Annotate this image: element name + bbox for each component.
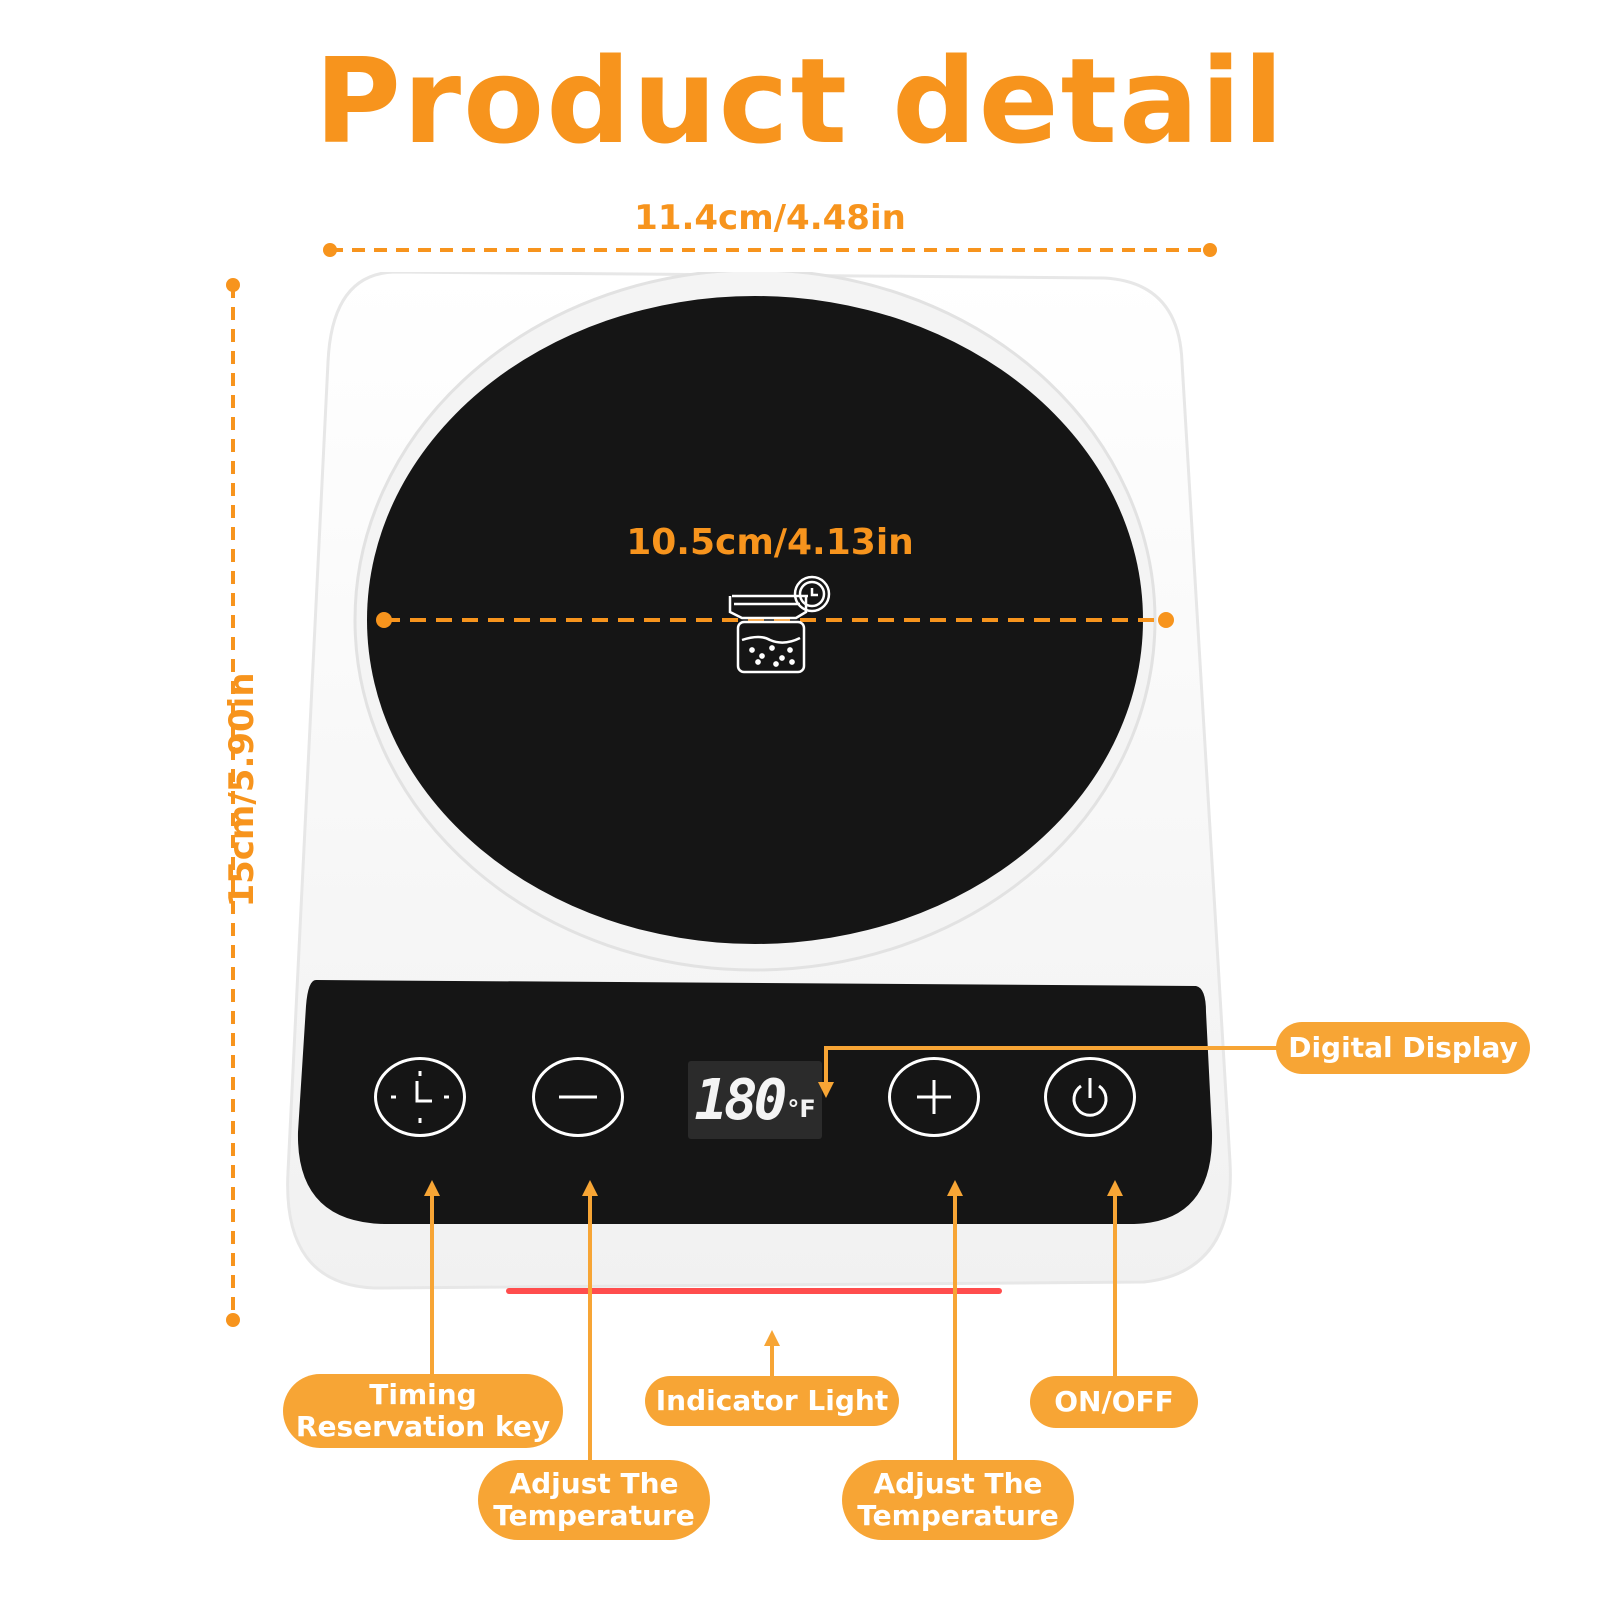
power-button[interactable] [1044,1057,1136,1137]
cup-warmer-device: 180 °F [284,272,1234,1300]
on-off-label-text: ON/OFF [1054,1385,1174,1418]
power-icon [1072,1078,1108,1117]
width-dimension-dot-left [323,243,337,257]
digital-display-label-text: Digital Display [1288,1031,1518,1064]
width-dimension-label: 11.4cm/4.48in [634,198,906,238]
clock-icon [391,1071,449,1123]
indicator-light-label-text: Indicator Light [655,1384,889,1417]
minus-icon [559,1095,597,1099]
height-dimension-dot-top [226,278,240,292]
width-dimension-dot-right [1203,243,1217,257]
plus-icon [917,1080,951,1114]
height-dimension-dot-bottom [226,1313,240,1327]
adjust-temperature-minus-label: Adjust The Temperature [478,1460,710,1540]
adjust-temperature-plus-label: Adjust The Temperature [842,1460,1074,1540]
display-unit: °F [787,1095,816,1123]
indicator-light [506,1288,1002,1294]
timing-reservation-label: Timing Reservation key [283,1374,563,1448]
page-title: Product detail [314,32,1286,170]
height-dimension-label: 15cm/5.90in [222,672,262,908]
digital-display: 180 °F [688,1061,822,1139]
heating-plate [367,296,1143,944]
indicator-callout-arrow [764,1330,780,1346]
display-temperature: 180 [694,1067,787,1133]
temperature-up-button[interactable] [888,1057,980,1137]
adjust-minus-line1: Adjust The [509,1467,679,1500]
timing-label-line1: Timing [369,1378,477,1411]
adjust-plus-line1: Adjust The [873,1467,1043,1500]
adjust-plus-line2: Temperature [857,1499,1059,1532]
timing-label-line2: Reservation key [295,1410,551,1443]
on-off-label: ON/OFF [1030,1376,1198,1428]
indicator-light-label: Indicator Light [645,1376,899,1426]
digital-display-label: Digital Display [1276,1022,1530,1074]
device-body [286,272,1232,1294]
temperature-down-button[interactable] [532,1057,624,1137]
adjust-minus-line2: Temperature [493,1499,695,1532]
timer-button[interactable] [374,1057,466,1137]
plate-diameter-label: 10.5cm/4.13in [626,522,914,563]
